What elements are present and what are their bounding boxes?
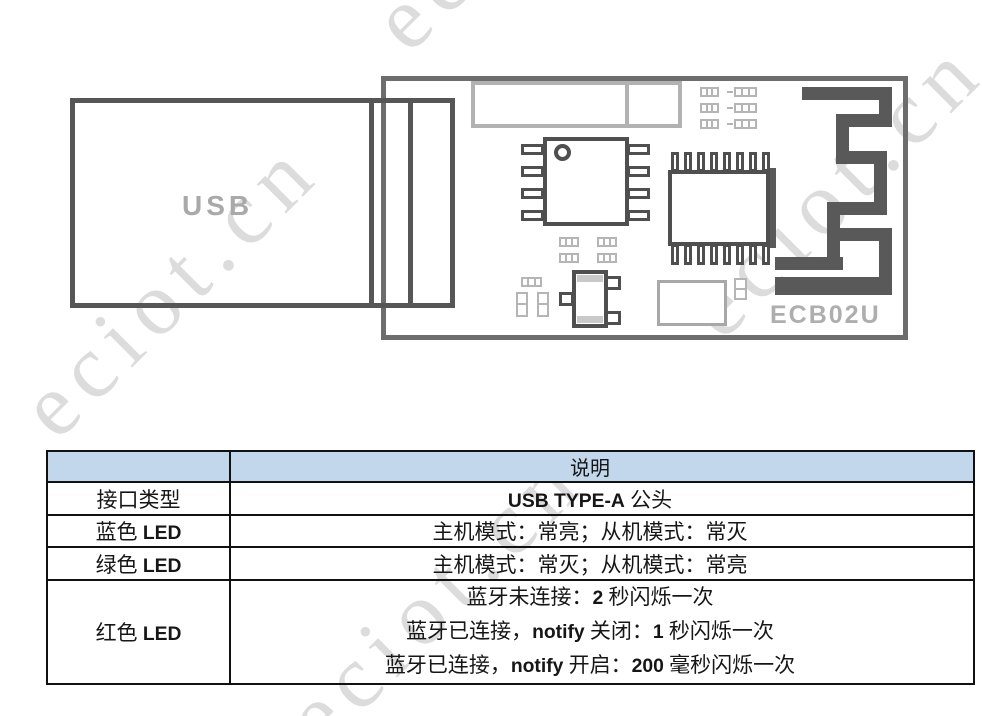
table-header-row: 说明 xyxy=(46,450,975,483)
row-label: 绿色 LED xyxy=(46,546,231,581)
usb-connector-outline xyxy=(70,98,455,308)
row-value: USB TYPE-A 公头 xyxy=(229,481,975,516)
usb-connector-divider xyxy=(369,100,374,306)
row-value: 蓝牙未连接：2 秒闪烁一次 蓝牙已连接，notify 关闭：1 秒闪烁一次 蓝牙… xyxy=(229,579,975,685)
smd-pad xyxy=(734,278,747,300)
row-label: 接口类型 xyxy=(46,481,231,516)
usb-connector-label: USB xyxy=(182,190,254,221)
description-table: 说明 接口类型 USB TYPE-A 公头 蓝色 LED 主机模式：常亮；从机模… xyxy=(46,450,975,685)
row-label: 蓝色 LED xyxy=(46,514,231,548)
table-row-blue-led: 蓝色 LED 主机模式：常亮；从机模式：常灭 xyxy=(46,514,975,548)
row-value: 主机模式：常灭；从机模式：常亮 xyxy=(229,546,975,581)
row-value: 主机模式：常亮；从机模式：常灭 xyxy=(229,514,975,548)
component-outline xyxy=(657,280,727,326)
pin1-dot xyxy=(554,144,571,161)
shield-can-divider xyxy=(625,83,629,126)
row-value-line: 蓝牙已连接，notify 开启：200 毫秒闪烁一次 xyxy=(384,653,796,677)
shield-can xyxy=(471,81,682,128)
header-cell-empty xyxy=(46,450,231,483)
row-value-line: 蓝牙未连接：2 秒闪烁一次 xyxy=(466,585,714,609)
pcb-outline xyxy=(381,76,908,340)
table-row-green-led: 绿色 LED 主机模式：常灭；从机模式：常亮 xyxy=(46,546,975,581)
usb-connector-divider xyxy=(408,100,413,306)
row-label: 红色 LED xyxy=(46,579,231,685)
watermark-text: eciot.cn xyxy=(352,0,692,71)
table-row-interface: 接口类型 USB TYPE-A 公头 xyxy=(46,481,975,516)
table-row-red-led: 红色 LED 蓝牙未连接：2 秒闪烁一次 蓝牙已连接，notify 关闭：1 秒… xyxy=(46,579,975,685)
row-value-line: 蓝牙已连接，notify 关闭：1 秒闪烁一次 xyxy=(406,619,774,643)
soic8-body xyxy=(543,137,629,226)
header-cell-description: 说明 xyxy=(229,450,975,483)
module-name-label: ECB02U xyxy=(770,301,881,329)
